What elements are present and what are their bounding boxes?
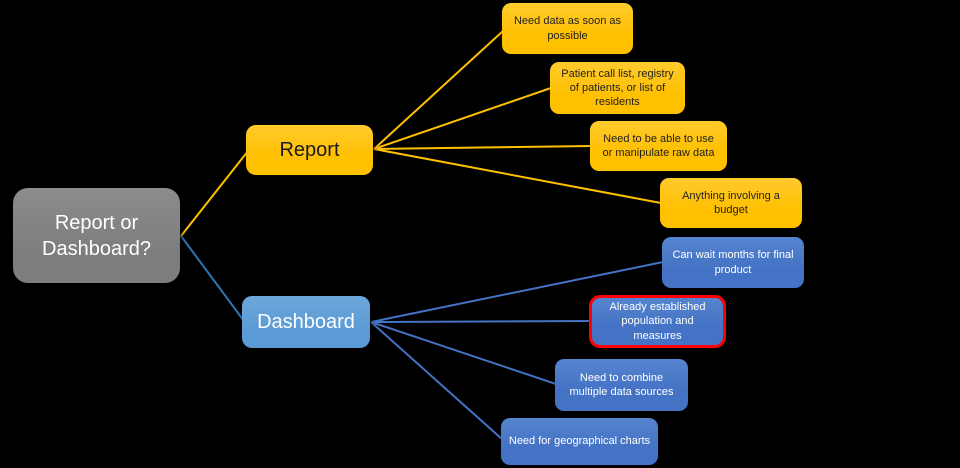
edge-root-report: [180, 150, 249, 237]
leaf-label: Can wait months for final product: [672, 249, 794, 276]
leaf-label: Need data as soon as possible: [513, 15, 622, 42]
dashboard-branch-label: Dashboard: [257, 310, 355, 333]
branch-node-dashboard: Dashboard: [242, 296, 370, 348]
edge-report-leaf-1: [373, 30, 504, 150]
dashboard-leaf-combine-sources: Need to combine multiple data sources: [555, 359, 688, 411]
dashboard-leaf-geographical-charts: Need for geographical charts: [501, 418, 658, 465]
edge-dashboard-leaf-2: [370, 320, 591, 323]
edge-dashboard-leaf-4: [370, 321, 504, 441]
root-node: Report or Dashboard?: [13, 188, 180, 283]
leaf-label: Already established population and measu…: [609, 301, 706, 342]
edge-root-dashboard: [180, 235, 245, 322]
report-branch-label: Report: [279, 138, 340, 161]
leaf-label: Anything involving a budget: [682, 189, 780, 216]
root-node-label: Report or Dashboard?: [42, 211, 151, 260]
report-leaf-patient-call-list: Patient call list, registry of patients,…: [550, 62, 685, 114]
leaf-label: Patient call list, registry of patients,…: [561, 67, 674, 109]
report-leaf-manipulate-raw-data: Need to be able to use or manipulate raw…: [590, 121, 727, 171]
edge-report-leaf-4: [373, 148, 662, 204]
edge-dashboard-leaf-3: [370, 321, 557, 385]
dashboard-leaf-established-population: Already established population and measu…: [589, 295, 726, 348]
report-leaf-budget: Anything involving a budget: [660, 178, 802, 228]
branch-node-report: Report: [246, 125, 373, 175]
leaf-label: Need to be able to use or manipulate raw…: [602, 132, 715, 159]
leaf-label: Need to combine multiple data sources: [569, 371, 674, 398]
report-leaf-need-data-soon: Need data as soon as possible: [502, 3, 633, 54]
edge-report-leaf-2: [373, 87, 552, 150]
edge-report-leaf-3: [373, 145, 592, 150]
edge-dashboard-leaf-1: [370, 261, 664, 323]
leaf-label: Need for geographical charts: [508, 435, 651, 448]
dashboard-leaf-wait-months: Can wait months for final product: [662, 237, 804, 288]
